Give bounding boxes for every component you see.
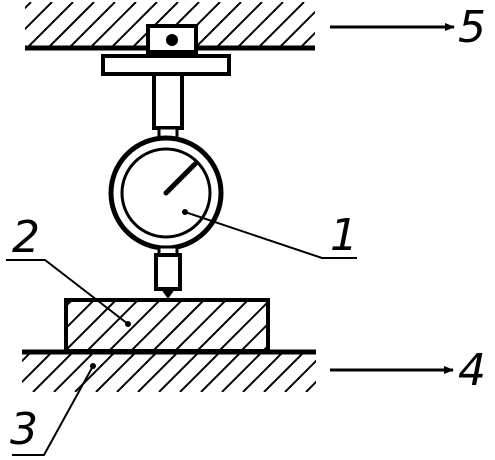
hatch-line [22, 352, 32, 363]
hatch-line [95, 352, 137, 392]
hatch-line [200, 352, 242, 392]
hatch-line [305, 380, 316, 392]
hatch-line [25, 2, 32, 10]
hatch-line [174, 300, 227, 351]
hatch-line [152, 300, 205, 351]
hatch-line [236, 2, 284, 48]
hatch-line [0, 2, 10, 48]
mount-screw [166, 34, 178, 46]
label-1: 1 [330, 210, 358, 261]
hatch-line [47, 2, 95, 48]
specimen-body [66, 300, 268, 351]
hatch-line [299, 31, 315, 48]
indicator-stem-upper [152, 72, 184, 130]
hatch-line [53, 352, 95, 392]
leader-lines [6, 211, 357, 456]
hatch-line [196, 300, 249, 351]
dial-indicator [108, 72, 224, 299]
hatch-line [0, 352, 10, 392]
hatch-line [215, 2, 263, 48]
leader-line-3 [12, 365, 94, 456]
lower-plate [0, 349, 316, 392]
indicator-needle [163, 161, 198, 196]
hatch-line [26, 2, 74, 48]
hatch-line [110, 2, 158, 48]
hatch-line [89, 2, 137, 48]
hatch-line [86, 300, 139, 351]
hatch-line [218, 300, 268, 351]
hatch-line [158, 352, 200, 392]
hatch-line [22, 352, 53, 384]
label-4: 4 [458, 345, 486, 396]
indicator-mount [101, 24, 231, 76]
upper-support [0, 2, 315, 51]
hatch-line [137, 352, 179, 392]
hatch-line [130, 300, 183, 351]
hatch-line [108, 300, 161, 351]
hatch-line [116, 352, 158, 392]
hatch-line [66, 300, 95, 330]
label-5: 5 [458, 2, 486, 53]
lower-plate-hatching [0, 352, 316, 392]
mount-plate [101, 54, 231, 76]
label-3: 3 [10, 404, 38, 455]
hatch-line [68, 2, 116, 48]
indicator-tip [161, 289, 175, 299]
label-2: 2 [12, 212, 40, 263]
hatch-line [221, 352, 263, 392]
hatch-line [194, 2, 242, 48]
hatch-line [179, 352, 221, 392]
leader-line-2 [6, 259, 129, 325]
hatch-line [257, 2, 305, 48]
hatch-line [0, 300, 50, 351]
indicator-spindle [154, 253, 182, 291]
hatch-line [32, 352, 74, 392]
specimen-block [0, 298, 270, 353]
leader-line-1 [184, 211, 357, 259]
upper-support-hatching [0, 2, 315, 48]
hatch-line [25, 2, 53, 31]
hatch-line [262, 344, 268, 351]
hatch-line [284, 359, 316, 392]
hatch-line [263, 352, 305, 392]
hatch-line [278, 10, 315, 48]
hatch-line [242, 352, 284, 392]
